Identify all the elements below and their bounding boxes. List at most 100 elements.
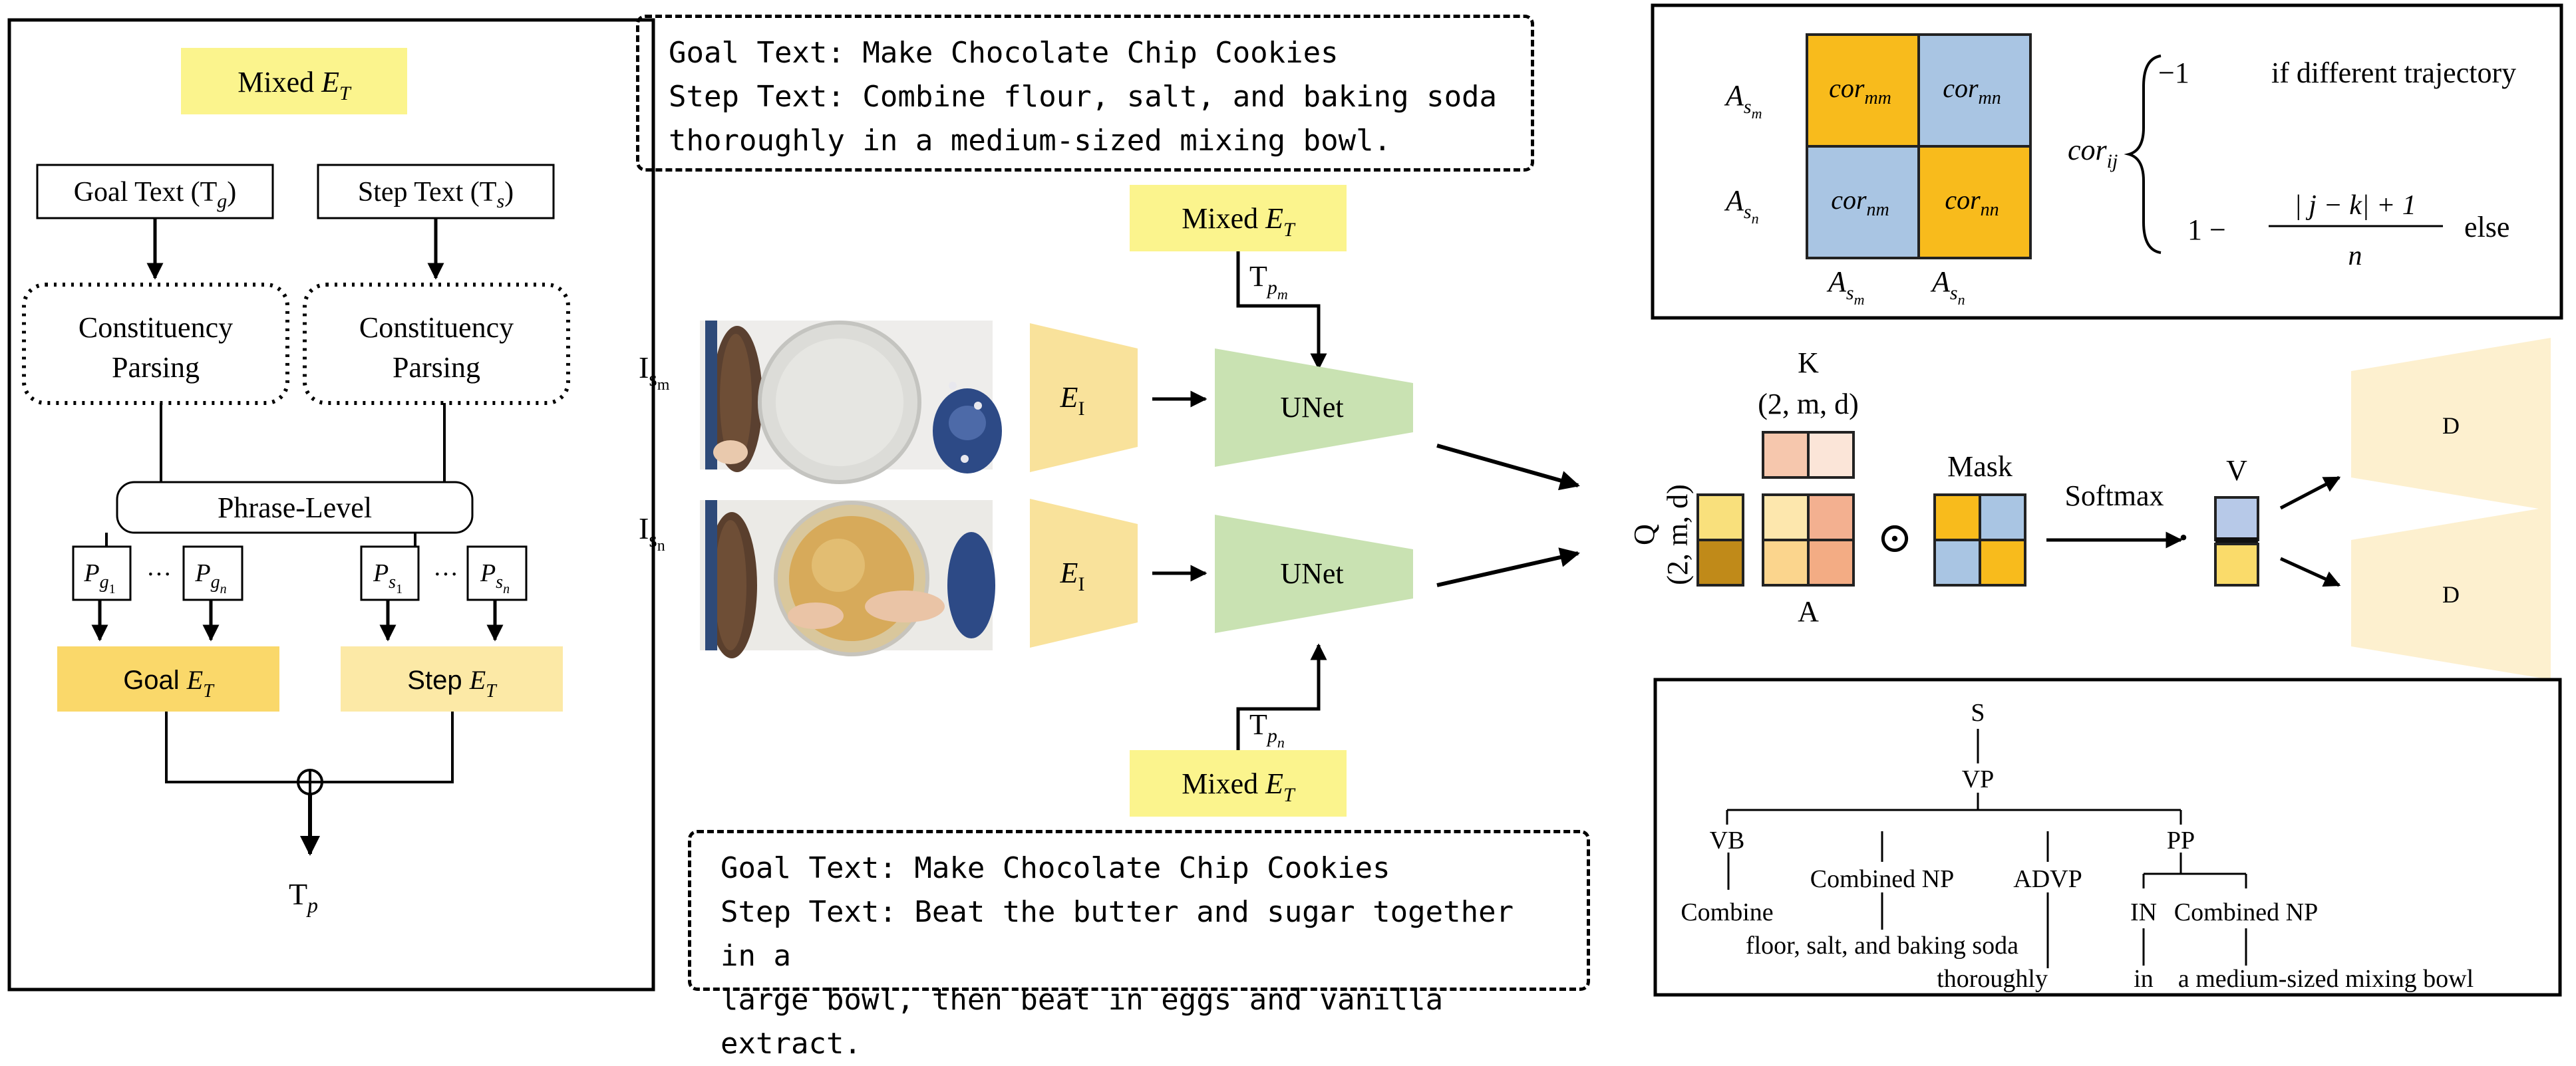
isn-label: Isn [639, 511, 665, 555]
a-cell-12 [1807, 493, 1855, 541]
arrow-v-decoder-2 [2279, 557, 2341, 587]
bottom-text-line-2: Step Text: Beat the butter and sugar tog… [721, 895, 1514, 973]
cor-cell-mm [1806, 33, 1920, 148]
mask-cell-11 [1933, 493, 1981, 541]
unet-m [1215, 348, 1413, 467]
mixed-et-box-top [1130, 185, 1347, 251]
a-label: A [1798, 595, 1819, 628]
cor-cell-mn [1917, 33, 2032, 148]
mixed-et-label-top: Mixed ET [1182, 202, 1296, 241]
node-advp: ADVP [2013, 865, 2082, 893]
q-cell-2 [1696, 539, 1744, 587]
diagram-canvas: Mixed ET Goal Text (Tg) Step Text (Ts) C… [7, 3, 2563, 997]
cor-nn-label: cornn [1945, 185, 1999, 220]
tpm-label: Tpm [1249, 260, 1288, 303]
phrase-pg1-label: Pg1 [83, 559, 115, 597]
goal-et-label: Goal ET [123, 665, 215, 702]
cor-mm-label: cormm [1829, 73, 1891, 108]
mixed-et-box-left [181, 48, 407, 114]
leaf-floor-salt-soda: floor, salt, and baking soda [1746, 932, 2018, 960]
goal-et-box [57, 646, 279, 712]
correlation-panel-frame [1651, 3, 2563, 320]
case2-denominator: n [2348, 241, 2362, 271]
mixed-et-box-bottom [1130, 750, 1347, 817]
phrase-pgn-label: Pgn [194, 559, 226, 597]
mask-cell-12 [1979, 493, 2026, 541]
step-et-label: Step ET [407, 665, 498, 702]
bottom-text-line-3: large bowl, then beat in eggs and vanill… [721, 983, 1444, 1061]
photo-step-m [700, 321, 1002, 484]
v-divider [2215, 537, 2258, 544]
mixed-et-label-bottom: Mixed ET [1182, 767, 1296, 806]
constituency-goal-line2: Parsing [112, 351, 200, 384]
case2-one: 1 − [2187, 213, 2226, 246]
decoder-2 [2351, 507, 2551, 680]
top-text-box: Goal Text: Make Chocolate Chip Cookies S… [636, 15, 1534, 172]
unet-label-m: UNet [1280, 391, 1343, 424]
k-cell-2 [1807, 431, 1855, 479]
arrow-tpn [1236, 643, 1327, 750]
phrase-box-psn [466, 545, 528, 601]
v-cell-2 [2214, 543, 2259, 587]
arrow-tpm [1236, 251, 1327, 370]
phrase-level-box [116, 481, 474, 534]
ei-label-n: EI [1060, 557, 1085, 595]
step-text-label: Step Text (Ts) [358, 177, 514, 212]
constituency-step-line2: Parsing [393, 351, 480, 384]
a-cell-21 [1762, 539, 1810, 587]
mask-label: Mask [1947, 450, 2012, 483]
decoder-1 [2351, 338, 2551, 511]
cor-cell-nm [1806, 145, 1920, 259]
case1-value: −1 [2158, 57, 2189, 89]
decoder-2-label: D [2442, 581, 2460, 608]
top-text-line-3: thoroughly in a medium-sized mixing bowl… [669, 124, 1392, 158]
phrase-box-pgn [182, 545, 243, 601]
mask-cell-22 [1979, 539, 2026, 587]
parse-tree-edges [1726, 729, 2247, 968]
node-vp: VP [1962, 765, 1995, 793]
mask-cell-21 [1933, 539, 1981, 587]
row-label-asn: Asn [1724, 184, 1759, 227]
a-cell-22 [1807, 539, 1855, 587]
q-cell-1 [1696, 493, 1744, 541]
constituency-step-line1: Constituency [359, 311, 514, 344]
phrase-box-ps1 [360, 545, 420, 601]
leaf-thoroughly: thoroughly [1937, 965, 2048, 993]
k-label: K [1798, 346, 1819, 379]
ei-label-m: EI [1060, 381, 1085, 420]
left-panel-frame [7, 18, 655, 992]
step-text-box [317, 164, 555, 219]
cases-brace [2124, 55, 2162, 254]
leaf-combine: Combine [1681, 898, 1773, 926]
node-combined-np-1: Combined NP [1810, 865, 1954, 893]
q-label: Q [1628, 524, 1661, 545]
node-combined-np-2: Combined NP [2174, 898, 2318, 926]
k-dims: (2, m, d) [1758, 388, 1859, 420]
constituency-parsing-step [303, 283, 570, 405]
row-label-asm: Asm [1724, 79, 1762, 122]
goal-text-label: Goal Text (Tg) [74, 177, 237, 212]
v-label: V [2226, 454, 2247, 487]
col-label-asn: Asn [1930, 265, 1965, 308]
photo-step-n [700, 500, 995, 658]
goal-text-box [36, 164, 274, 219]
decoder-1-label: D [2442, 412, 2460, 439]
case1-condition: if different trajectory [2271, 57, 2516, 89]
node-pp: PP [2167, 827, 2195, 855]
arrow-unet-m-attn [1436, 444, 1580, 491]
node-vb: VB [1710, 827, 1745, 855]
bottom-text-box: Goal Text: Make Chocolate Chip Cookies S… [688, 830, 1590, 1061]
constituency-goal-line1: Constituency [79, 311, 233, 344]
ism-label: Ism [639, 350, 670, 394]
cor-ij-label: corij [2068, 134, 2118, 172]
step-et-box [341, 646, 563, 712]
v-cell-1 [2214, 496, 2259, 541]
leaf-mixing-bowl: a medium-sized mixing bowl [2178, 965, 2474, 993]
leaf-in: in [2134, 965, 2154, 993]
parse-tree-frame [1653, 678, 2562, 997]
cor-mn-label: cormn [1943, 73, 2001, 108]
phrase-box-pg1 [72, 545, 132, 601]
cor-cell-nn [1917, 145, 2032, 259]
col-label-asm: Asm [1826, 265, 1864, 308]
softmax-label: Softmax [2064, 479, 2164, 512]
